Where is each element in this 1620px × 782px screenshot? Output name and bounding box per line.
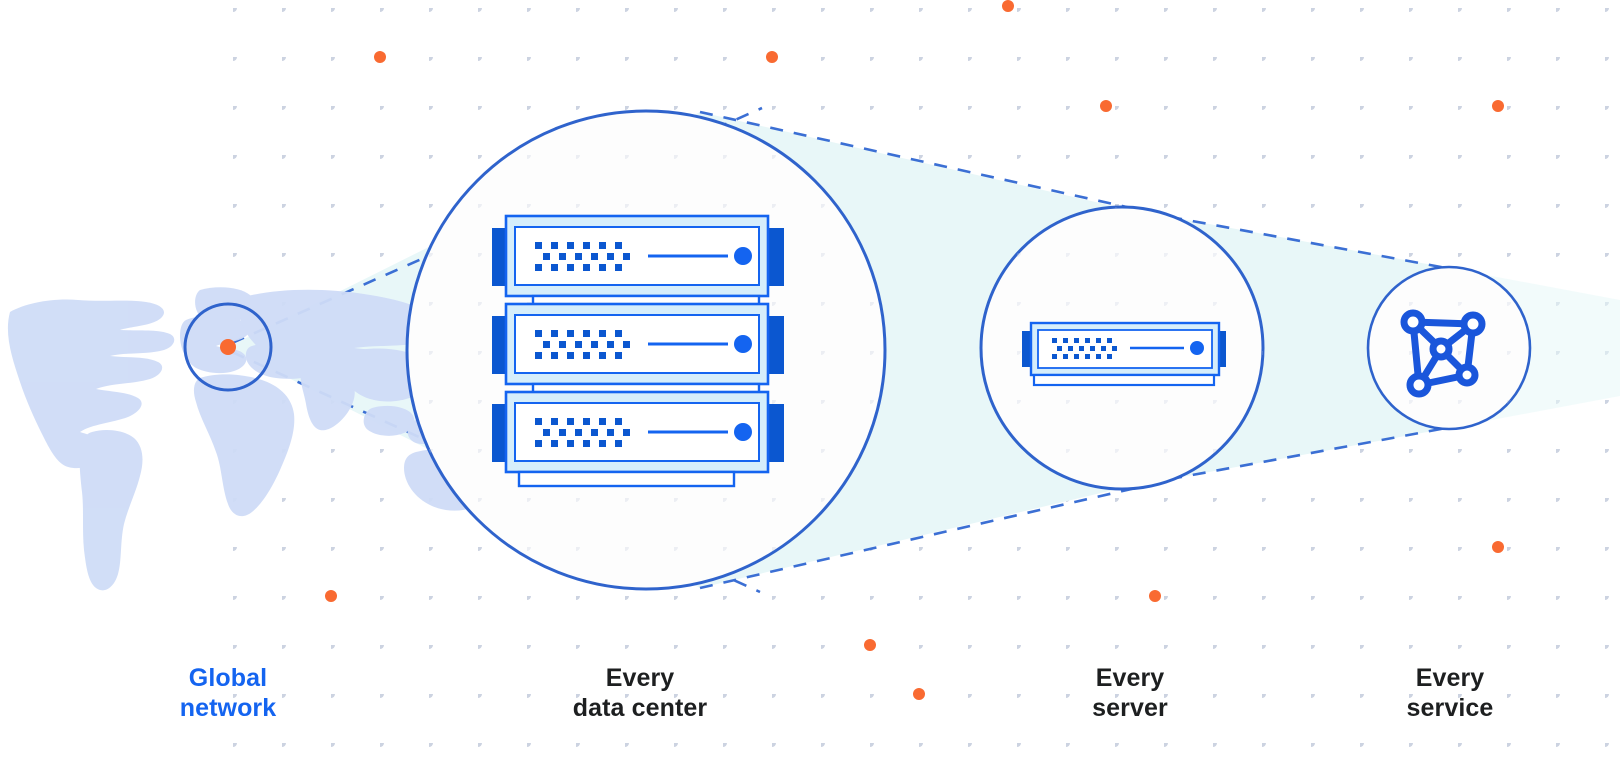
vent-dot-matrix (535, 418, 630, 447)
single-server-icon (1022, 321, 1226, 387)
status-led (734, 423, 752, 441)
status-led (734, 335, 752, 353)
network-node (1455, 363, 1479, 387)
vent-dot-matrix (535, 242, 630, 271)
network-node-center (1429, 337, 1453, 361)
server-rack-unit (492, 214, 784, 298)
network-node (1400, 309, 1426, 335)
vent-dot-matrix (1052, 338, 1117, 359)
server-rack-unit (492, 390, 784, 474)
vent-dot-matrix (535, 330, 630, 359)
network-node (1406, 372, 1432, 398)
map-location-dot (220, 339, 236, 355)
highlight-dots-group (325, 0, 1504, 700)
server-rack-unit (492, 302, 784, 386)
network-nodes-icon (1400, 309, 1486, 398)
status-led (1190, 341, 1204, 355)
map-location-highlight (183, 302, 273, 392)
status-led (734, 247, 752, 265)
network-node (1460, 311, 1486, 337)
server-rack-icon (492, 214, 784, 488)
